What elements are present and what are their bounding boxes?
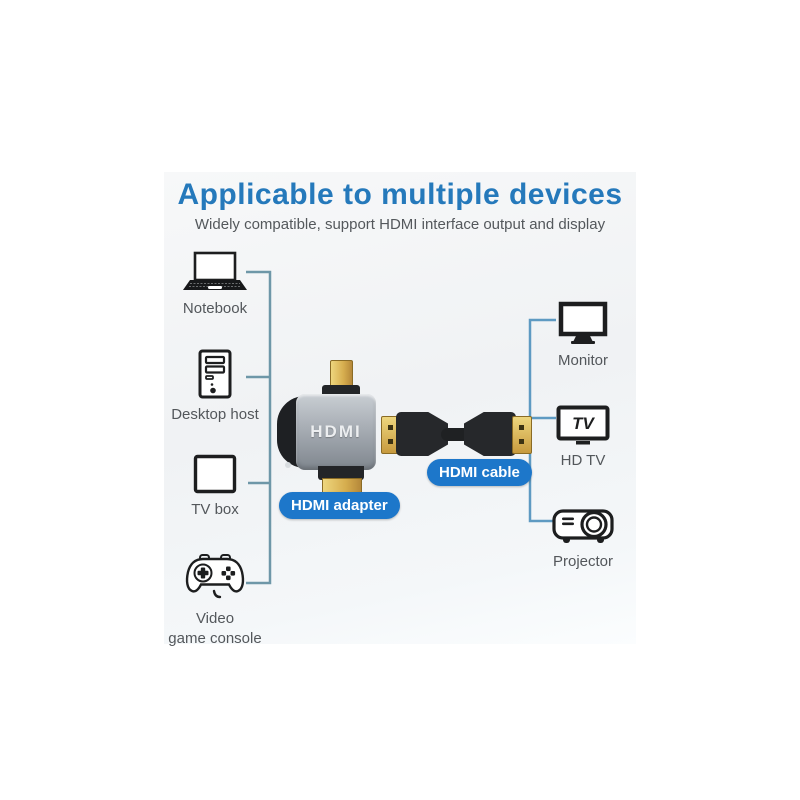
mini-hdmi-base <box>318 466 364 480</box>
device-tv-box: TV box <box>153 454 277 520</box>
device-game-console: Video game console <box>153 553 277 648</box>
adapter-brand-text: HDMI <box>310 422 362 441</box>
device-notebook: Notebook <box>153 251 277 319</box>
laptop-icon <box>183 251 247 290</box>
device-label: Projector <box>552 553 614 570</box>
gamepad-icon <box>185 554 245 599</box>
device-label: Desktop host <box>171 406 259 423</box>
connector-pin-hole <box>388 439 393 444</box>
monitor-icon <box>558 301 608 344</box>
connector-pin-hole <box>519 425 524 430</box>
device-projector: Projector <box>521 502 645 572</box>
tv-box-icon <box>193 454 237 494</box>
hdmi-connector-tip <box>512 416 532 454</box>
hdmi-connector-head <box>464 412 516 456</box>
connector-pin-hole <box>519 439 524 444</box>
hdmi-adapter-image: HDMI <box>277 358 403 508</box>
hdmi-connector-head <box>396 412 448 456</box>
projector-icon <box>552 509 614 543</box>
adapter-badge: HDMI adapter <box>279 492 400 519</box>
device-label: HD TV <box>560 452 606 469</box>
lanyard-hole <box>285 462 291 468</box>
device-label: TV box <box>191 501 239 518</box>
desktop-tower-icon <box>198 349 232 399</box>
device-monitor: Monitor <box>521 301 645 371</box>
device-desktop-host: Desktop host <box>153 349 277 425</box>
device-label: Notebook <box>182 300 248 317</box>
device-label: Video game console <box>168 610 262 647</box>
hdtv-icon: TV <box>556 405 610 445</box>
adapter-body: HDMI <box>296 394 376 470</box>
device-hd-tv: TV HD TV <box>521 405 645 471</box>
connector-pin-hole <box>388 425 393 430</box>
page-subtitle: Widely compatible, support HDMI interfac… <box>194 216 606 233</box>
hdmi-cable-image <box>381 412 532 456</box>
page-title: Applicable to multiple devices <box>177 178 623 211</box>
device-label: Monitor <box>557 352 609 369</box>
cable-badge: HDMI cable <box>427 459 532 486</box>
cable-cord <box>441 428 471 441</box>
hdtv-screen-text: TV <box>572 414 595 433</box>
